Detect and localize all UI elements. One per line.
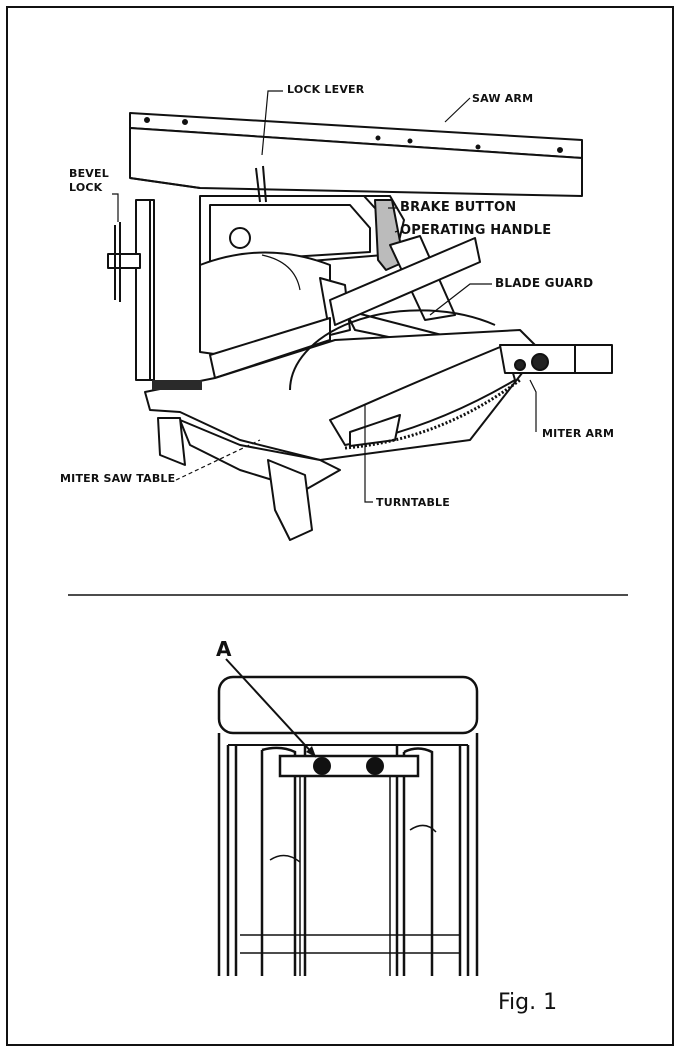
- saw-arm-leader: [444, 97, 471, 123]
- column-drawing: [107, 199, 155, 381]
- turntable-leader: [364, 405, 373, 503]
- blade-guard-leader: [429, 283, 492, 316]
- detail-letter-a: A: [216, 637, 232, 661]
- miter-arm-drawing: [499, 344, 613, 374]
- turntable-drawing: [289, 309, 521, 450]
- bevel-lock-label-line2: LOCK: [69, 181, 103, 194]
- saw-arm-drawing: [129, 112, 583, 197]
- miter-arm-leader: [529, 379, 537, 432]
- figure-caption: Fig. 1: [498, 990, 558, 1015]
- operating-handle-label: OPERATING HANDLE: [400, 223, 552, 238]
- fence-right-drawing: [329, 237, 481, 326]
- miter-saw-table-leader: [175, 439, 261, 481]
- turntable-label: TURNTABLE: [376, 496, 450, 509]
- detail-a-pointer: [225, 658, 317, 758]
- operating-handle-leader: [394, 230, 399, 233]
- bolt-a-left: [313, 757, 331, 775]
- bolt-a-right: [366, 757, 384, 775]
- bevel-lock-leader: [112, 193, 119, 222]
- bevel-lock-label-line1: BEVEL: [69, 167, 109, 180]
- fence-left-drawing: [209, 317, 331, 379]
- page-border: [6, 6, 674, 1046]
- lock-lever-leader: [261, 90, 283, 156]
- lock-lever-label: LOCK LEVER: [287, 83, 365, 96]
- saw-arm-label: SAW ARM: [472, 92, 534, 105]
- miter-saw-table-label: MITER SAW TABLE: [60, 472, 176, 485]
- blade-guard-label: BLADE GUARD: [495, 276, 594, 290]
- detail-view-drawing: [217, 675, 479, 976]
- brake-button-label: BRAKE BUTTON: [400, 200, 517, 215]
- miter-saw-table-drawing: [144, 329, 541, 541]
- miter-arm-label: MITER ARM: [542, 427, 615, 440]
